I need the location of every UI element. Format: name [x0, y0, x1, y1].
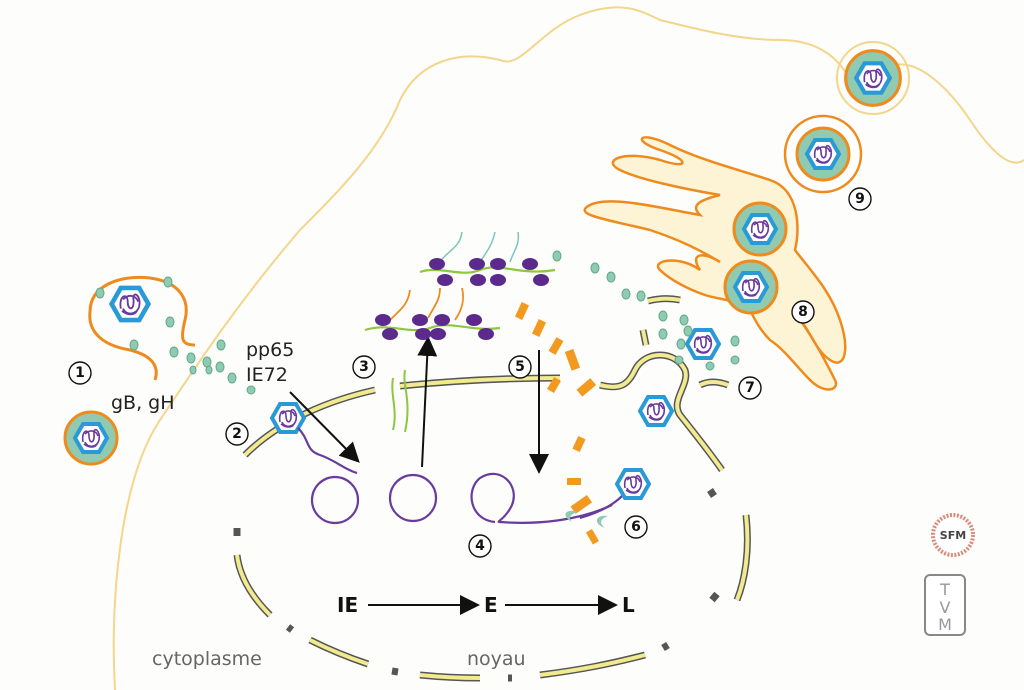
label-nucleus: noyau — [467, 648, 526, 670]
step-1: 1 — [68, 361, 92, 385]
gene-cascade: IE E L — [337, 593, 635, 617]
svg-text:V: V — [940, 598, 951, 617]
entry-envelope — [88, 275, 196, 381]
svg-text:8: 8 — [798, 304, 808, 320]
sfm-logo: SFM — [931, 513, 975, 557]
dna-rolling-circle — [470, 472, 613, 524]
virion-compartment-1 — [734, 203, 786, 255]
tvm-logo: T V M — [924, 574, 966, 636]
label-glycoproteins: gB, gH — [111, 392, 175, 414]
step-3: 3 — [352, 355, 376, 379]
capsid-nuclear-egress — [638, 395, 674, 427]
svg-text:5: 5 — [515, 359, 525, 375]
step-2: 2 — [225, 422, 249, 446]
svg-text:2: 2 — [232, 426, 242, 442]
step-6: 6 — [624, 515, 648, 539]
svg-text:3: 3 — [359, 359, 369, 375]
virion-exocytosis — [797, 128, 849, 180]
polysome-upper — [419, 231, 556, 286]
svg-text:M: M — [938, 615, 952, 634]
step-9: 9 — [848, 187, 872, 211]
stage-l: L — [622, 593, 635, 617]
arrow-tegument-to-nucleus — [289, 391, 360, 463]
tegument-proteins — [95, 276, 256, 395]
cell-membrane — [112, 6, 1024, 690]
svg-text:6: 6 — [631, 519, 641, 535]
svg-text:T: T — [939, 580, 950, 599]
label-cytoplasm: cytoplasme — [152, 648, 262, 670]
assembly-compartment — [583, 136, 847, 391]
step-4: 4 — [468, 534, 492, 558]
nuclear-envelope — [233, 351, 751, 682]
dna-circle-2 — [388, 473, 438, 523]
svg-text:1: 1 — [75, 365, 85, 381]
mrna-strands — [391, 369, 409, 433]
budding-membrane — [836, 41, 910, 115]
free-virion-1 — [65, 412, 117, 464]
tegument-dots-7 — [552, 250, 740, 371]
svg-text:4: 4 — [475, 538, 485, 554]
stage-ie: IE — [337, 593, 358, 617]
entry-capsid — [112, 288, 149, 320]
step-7: 7 — [738, 376, 762, 400]
virion-compartment-2 — [725, 261, 777, 313]
viral-dna-injection — [297, 427, 358, 475]
svg-text:7: 7 — [745, 380, 755, 396]
label-ie72: IE72 — [246, 364, 288, 386]
capsid-tegumentation — [685, 328, 721, 360]
portal-proteins — [565, 510, 608, 528]
svg-text:SFM: SFM — [940, 529, 966, 542]
label-pp65: pp65 — [246, 339, 294, 361]
arrow-transcription — [417, 336, 438, 468]
polysome-lower — [364, 287, 501, 340]
capsid-assembly — [615, 468, 651, 500]
virion-released — [846, 51, 901, 106]
membrane-fragments — [639, 295, 730, 389]
stage-e: E — [484, 593, 498, 617]
dna-circle-1 — [310, 475, 360, 525]
svg-text:9: 9 — [855, 191, 865, 207]
step-5: 5 — [508, 355, 532, 379]
structural-proteins — [514, 302, 599, 545]
step-8: 8 — [791, 300, 815, 324]
